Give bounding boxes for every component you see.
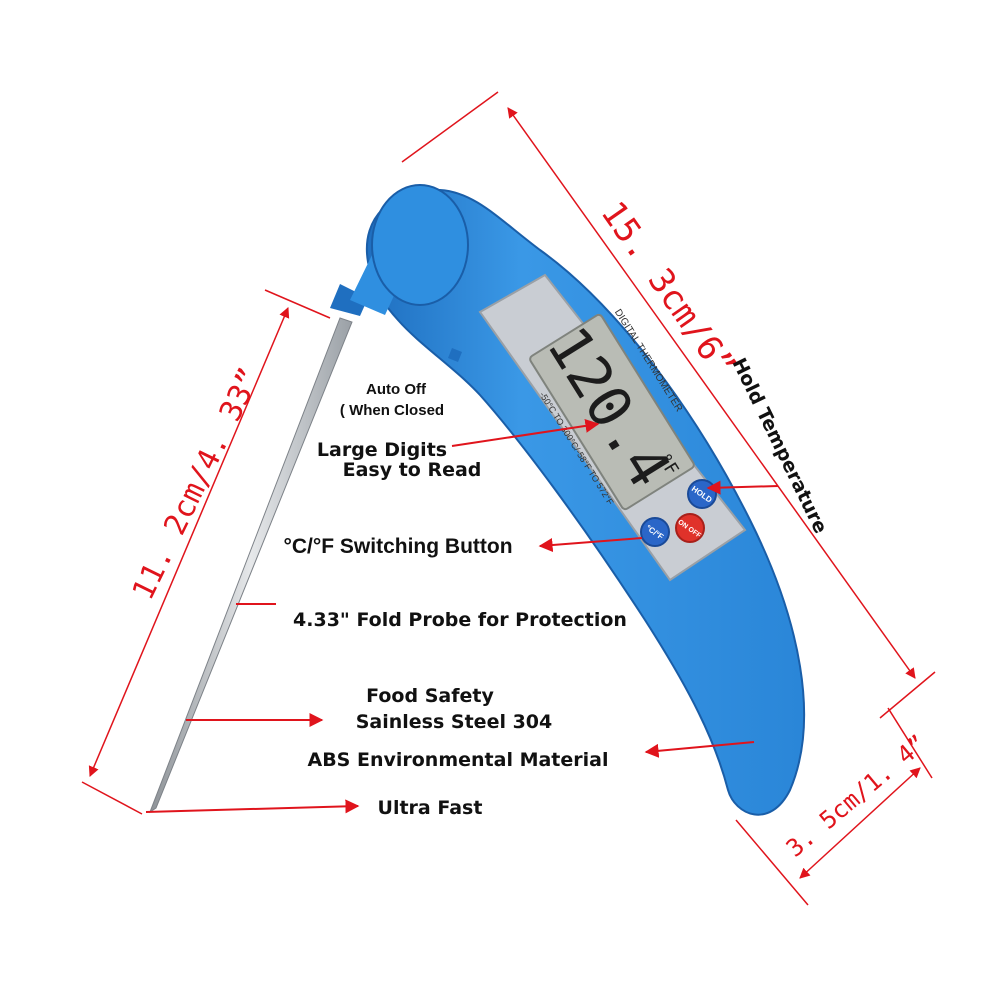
probe-hinge (330, 284, 368, 316)
arrow-abs (644, 741, 755, 758)
abs-material-label: ABS Environmental Material (308, 749, 609, 771)
food-safety-line2: Sainless Steel 304 (356, 711, 553, 733)
dimension-width-label: 3. 5cm/1. 4” (781, 730, 932, 863)
large-digits-line1: Large Digits (317, 439, 447, 461)
fold-probe-label: 4.33" Fold Probe for Protection (293, 609, 627, 631)
large-digits-line2: Easy to Read (343, 459, 482, 481)
arrow-cf (538, 537, 643, 552)
cf-button[interactable]: °C/°F (640, 517, 670, 547)
arrow-hold (706, 480, 779, 495)
cf-switch-label: °C/°F Switching Button (283, 535, 512, 558)
food-safety-line1: Food Safety (366, 685, 494, 707)
arrow-ultra-fast (145, 799, 360, 814)
callout-arrows (145, 418, 779, 814)
auto-off-line2: ( When Closed (340, 402, 444, 419)
onoff-button[interactable]: ON OFF (675, 513, 705, 543)
hold-button[interactable]: HOLD (687, 479, 717, 509)
auto-off-line1: Auto Off (366, 381, 427, 398)
ultra-fast-label: Ultra Fast (378, 797, 483, 819)
arrow-large-digits (451, 418, 600, 447)
